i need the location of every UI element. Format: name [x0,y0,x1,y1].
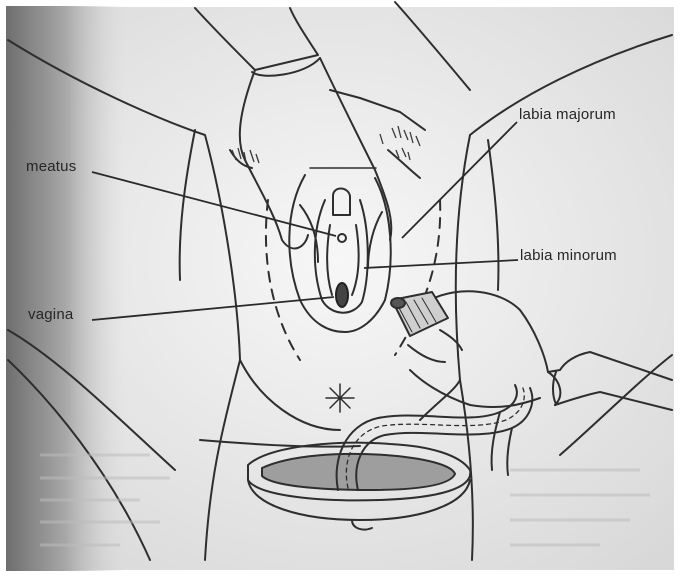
anus-mark [326,384,354,412]
label-labia-majorum: labia majorum [519,106,616,123]
label-meatus: meatus [26,158,76,175]
left-shadow [6,6,126,571]
label-vagina: vagina [28,306,73,323]
label-labia-minorum: labia minorum [520,247,617,264]
